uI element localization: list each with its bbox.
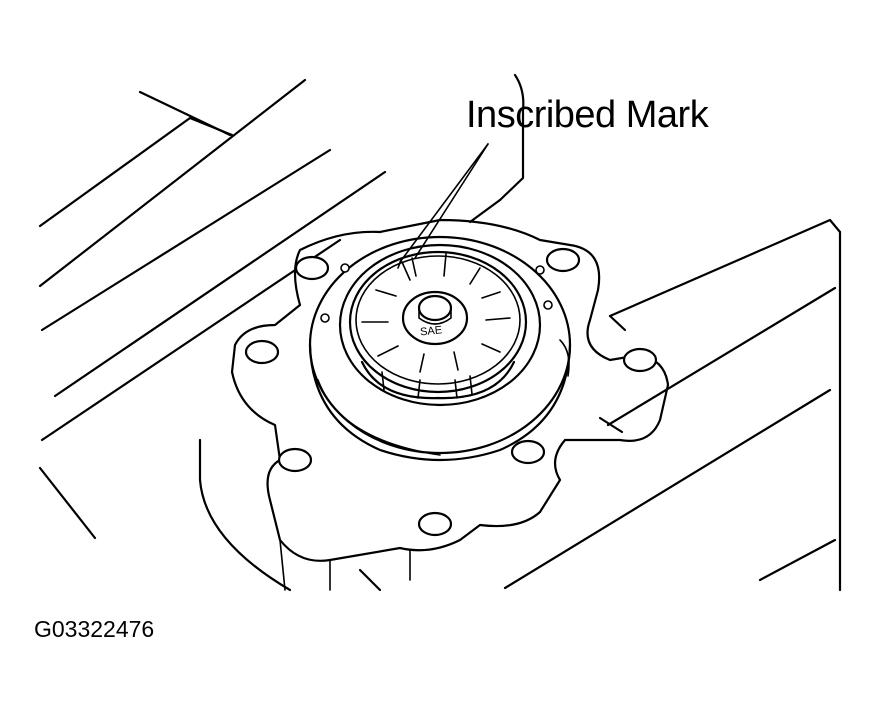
- bolt-hole: [545, 247, 581, 273]
- bolt-holes: [244, 247, 658, 537]
- drive-gear: [348, 250, 528, 400]
- center-hub: SAE: [401, 290, 469, 346]
- bolt-hole: [277, 447, 313, 473]
- pump-body-ring: [308, 235, 572, 462]
- figure-id-label: G03322476: [34, 616, 155, 642]
- bolt-hole: [417, 511, 453, 537]
- bolt-hole: [622, 347, 658, 373]
- bolt-hole: [510, 439, 546, 465]
- housing-outline: [38, 73, 842, 592]
- inscribed-mark-label: Inscribed Mark: [466, 94, 709, 136]
- stamped-marking: SAE: [420, 324, 443, 338]
- callout-leaders: [399, 143, 489, 263]
- bolt-hole: [244, 339, 280, 365]
- bolt-hole: [294, 255, 330, 281]
- mounting-flange: [230, 218, 670, 591]
